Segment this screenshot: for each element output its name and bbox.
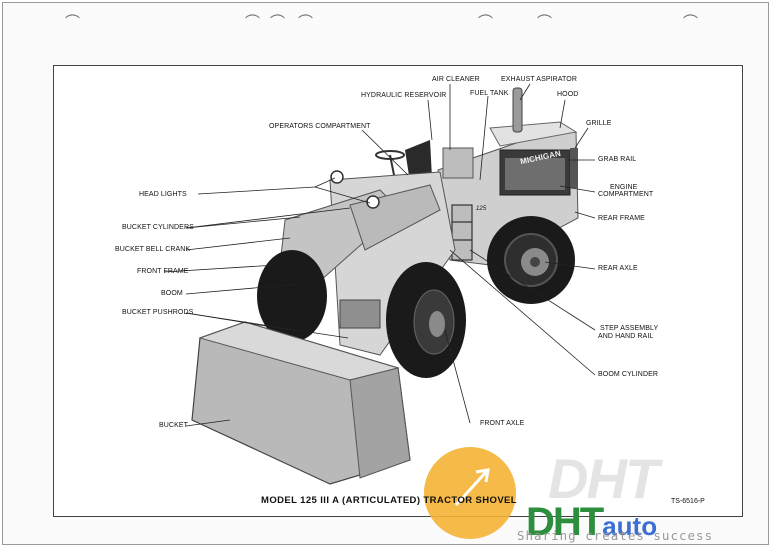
callout-operators-compartment: OPERATORS COMPARTMENT [269, 123, 371, 130]
callout-rear-frame: REAR FRAME [598, 215, 645, 222]
callout-step-assembly: STEP ASSEMBLY [600, 325, 659, 332]
binder-hole-mark: ⌒ [270, 13, 286, 31]
callout-bucket-cylinders: BUCKET CYLINDERS [122, 224, 194, 231]
rear-tire [487, 216, 575, 304]
callout-bucket-pushrods: BUCKET PUSHRODS [122, 309, 194, 316]
callout-grab-rail: GRAB RAIL [598, 156, 637, 163]
callout-air-cleaner: AIR CLEANER [432, 76, 480, 83]
callout-hydraulic-reservoir: HYDRAULIC RESERVOIR [361, 92, 447, 99]
callout-exhaust-aspirator: EXHAUST ASPIRATOR [501, 76, 577, 83]
callout-bucket: BUCKET [159, 422, 188, 429]
callout-grille: GRILLE [586, 120, 612, 127]
figure-caption: MODEL 125 III A (ARTICULATED) TRACTOR SH… [261, 495, 517, 506]
callout-head-lights: HEAD LIGHTS [139, 191, 187, 198]
watermark-orange-circle [424, 447, 516, 539]
callout-fuel-tank: FUEL TANK [470, 90, 509, 97]
front-right-tire [386, 262, 466, 378]
watermark-logo-main: DHT [526, 500, 604, 544]
leader-lines [163, 83, 596, 427]
front-left-tire [257, 250, 327, 342]
callout-engine-compartment: COMPARTMENT [598, 191, 654, 198]
callout-front-frame: FRONT FRAME [137, 268, 189, 275]
model-badge: 125 [476, 206, 487, 212]
callout-front-axle: FRONT AXLE [480, 420, 525, 427]
binder-hole-mark: ⌒ [65, 13, 81, 31]
watermark-logo: DHTauto [526, 500, 657, 545]
watermark-tagline: Sharing creates success [517, 528, 714, 543]
step-assembly [451, 204, 473, 261]
bucket [191, 321, 411, 485]
watermark-ghost-logo: DHT [548, 447, 659, 510]
callout-engine-compartment: ENGINE [610, 184, 638, 191]
binder-hole-mark: ⌒ [537, 13, 553, 31]
watermark-logo-suffix: auto [602, 511, 658, 541]
operators-compartment [375, 140, 432, 182]
watermark-arrow-icon [454, 468, 490, 507]
callout-rear-axle: REAR AXLE [598, 265, 638, 272]
binder-hole-mark: ⌒ [245, 13, 261, 31]
callout-hood: HOOD [557, 91, 579, 98]
binder-hole-mark: ⌒ [298, 13, 314, 31]
binder-hole-mark: ⌒ [478, 13, 494, 31]
figure-code: TS-6516-P [671, 498, 705, 505]
callout-step-assembly: AND HAND RAIL [598, 333, 654, 340]
callout-boom: BOOM [161, 290, 183, 297]
callout-boom-cylinder: BOOM CYLINDER [598, 371, 659, 378]
binder-hole-mark: ⌒ [683, 13, 699, 31]
callout-bucket-bell-crank: BUCKET BELL CRANK [115, 246, 191, 253]
